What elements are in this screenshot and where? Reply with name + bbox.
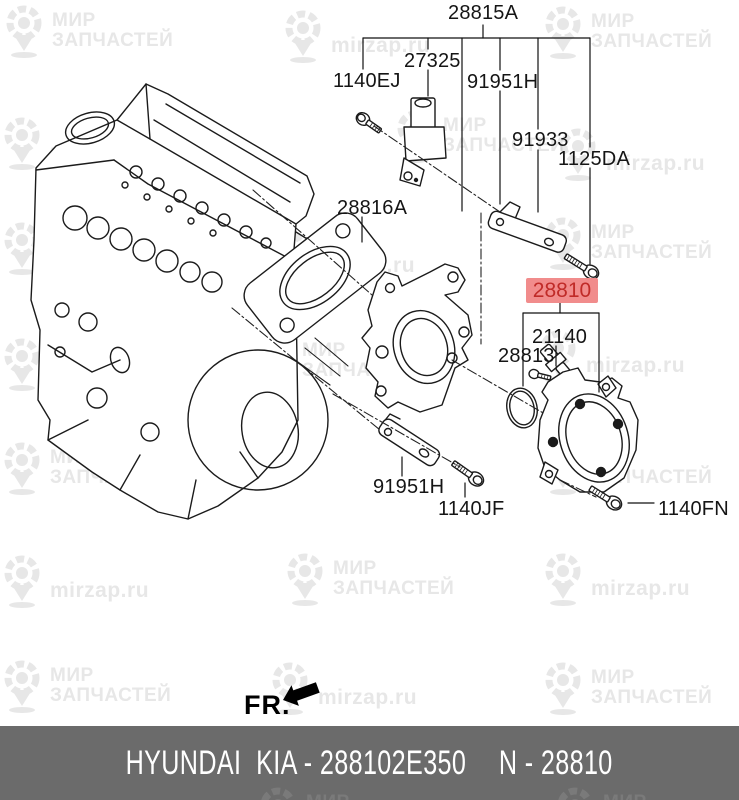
watermark: МИР	[256, 785, 350, 800]
bolt-1140ej	[355, 111, 383, 134]
o-ring-seal	[506, 387, 538, 429]
part-label-28813: 28813	[498, 345, 555, 367]
brand-pin-icon	[261, 787, 295, 800]
part-label-21140: 21140	[532, 326, 588, 348]
fr-direction-label: FR.	[244, 690, 291, 720]
bracket-91951h	[378, 413, 441, 467]
gasket-28816a	[243, 212, 387, 344]
bolt-28813	[528, 368, 552, 381]
part-label-1140ej: 1140EJ	[333, 70, 401, 92]
part-label-28815a: 28815A	[448, 2, 519, 24]
watermark-brand: МИР	[603, 793, 647, 800]
footer-part-number: N - 28810	[499, 743, 614, 782]
connector-27325	[399, 97, 447, 187]
footer-caption-bar: МИР МИР HYUNDAI KIA - 288102E350 N - 288…	[0, 726, 739, 800]
bolt-1125da	[563, 253, 600, 280]
part-label-1125da: 1125DA	[558, 148, 630, 170]
footer-oem-text: HYUNDAI KIA - 288102E350	[125, 743, 467, 782]
part-label-27325: 27325	[404, 50, 461, 72]
bolt-1140jf	[451, 460, 485, 487]
fr-direction-arrow-icon	[283, 682, 320, 706]
centerlines	[231, 125, 597, 498]
highlighted-part-28810[interactable]: 28810	[526, 278, 598, 303]
leader-lines	[361, 24, 655, 504]
part-label-1140fn: 1140FN	[658, 498, 729, 520]
part-label-91951h-top: 91951H	[467, 71, 539, 93]
engine-block	[30, 83, 349, 520]
part-label-91933: 91933	[512, 129, 569, 151]
adapter-bracket	[361, 263, 473, 413]
part-label-1140jf: 1140JF	[438, 498, 505, 520]
watermark: МИР	[553, 785, 647, 800]
part-label-91951h-bottom: 91951H	[373, 476, 445, 498]
parts-diagram	[30, 24, 655, 520]
watermark-brand: МИР	[306, 793, 350, 800]
brand-pin-icon	[558, 787, 592, 800]
part-label-28816a: 28816A	[337, 197, 408, 219]
bracket-91933	[487, 201, 568, 253]
bolt-1140fn	[588, 485, 623, 511]
vacuum-pump	[537, 367, 639, 493]
